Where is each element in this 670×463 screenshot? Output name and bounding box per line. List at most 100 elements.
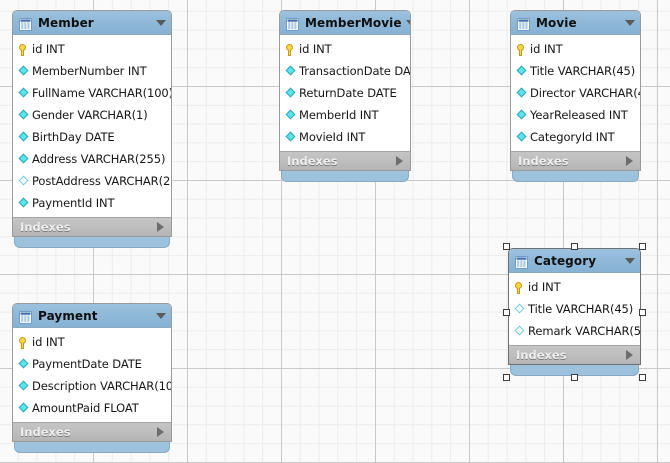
table-column-row[interactable]: Address VARCHAR(255) xyxy=(13,148,171,170)
table-column-row[interactable]: BirthDay DATE xyxy=(13,126,171,148)
table-column-row[interactable]: YearReleased INT xyxy=(511,104,640,126)
table-column-row[interactable]: PostAddress VARCHAR(255) xyxy=(13,170,171,192)
table-icon xyxy=(517,16,530,31)
chevron-down-icon[interactable] xyxy=(156,19,166,26)
column-icon xyxy=(285,132,296,143)
table-icon xyxy=(19,309,32,324)
indexes-section[interactable]: Indexes xyxy=(511,151,640,170)
table-node[interactable]: Category id INT Title VARCHAR(45) Remark VA… xyxy=(503,243,646,381)
table-column-row[interactable]: CategoryId INT xyxy=(511,126,640,148)
indexes-section[interactable]: Indexes xyxy=(13,422,171,441)
table-column-row[interactable]: Description VARCHAR(100) xyxy=(13,375,171,397)
table-header[interactable]: Category xyxy=(509,249,640,273)
indexes-label: Indexes xyxy=(20,220,71,234)
table-column-row[interactable]: MovieId INT xyxy=(280,126,410,148)
table-node[interactable]: MemberMovie id INT TransactionDate DATE Ret… xyxy=(279,10,411,182)
table-column-row[interactable]: Director VARCHAR(45) xyxy=(511,82,640,104)
table-columns-list: id INT TransactionDate DATE ReturnDate DAT… xyxy=(280,35,410,151)
table-column-label: PostAddress VARCHAR(255) xyxy=(32,174,171,188)
table-title: MemberMovie xyxy=(305,15,402,30)
chevron-right-icon[interactable] xyxy=(396,156,403,166)
selection-resize-handle[interactable] xyxy=(571,243,578,250)
table-column-row[interactable]: FullName VARCHAR(100) xyxy=(13,82,171,104)
table-footer xyxy=(14,442,170,453)
table-header[interactable]: MemberMovie xyxy=(280,11,410,35)
table-column-row[interactable]: AmountPaid FLOAT xyxy=(13,397,171,419)
table-columns-list: id INT PaymentDate DATE Description VARCHA… xyxy=(13,328,171,422)
table-column-label: BirthDay DATE xyxy=(32,130,115,144)
indexes-label: Indexes xyxy=(516,348,567,362)
table-column-row[interactable]: id INT xyxy=(13,38,171,60)
table-column-label: ReturnDate DATE xyxy=(299,86,397,100)
table-column-row[interactable]: MemberNumber INT xyxy=(13,60,171,82)
table-column-label: AmountPaid FLOAT xyxy=(32,401,139,415)
table-column-label: MovieId INT xyxy=(299,130,366,144)
table-column-row[interactable]: TransactionDate DATE xyxy=(280,60,410,82)
chevron-right-icon[interactable] xyxy=(626,350,633,360)
table-column-row[interactable]: id INT xyxy=(511,38,640,60)
column-icon xyxy=(18,110,29,121)
table-body[interactable]: MemberMovie id INT TransactionDate DATE Ret… xyxy=(279,10,411,171)
indexes-section[interactable]: Indexes xyxy=(13,217,171,236)
selection-resize-handle[interactable] xyxy=(639,243,646,250)
column-icon xyxy=(18,154,29,165)
selection-resize-handle[interactable] xyxy=(503,374,510,381)
table-column-row[interactable]: id INT xyxy=(280,38,410,60)
column-icon xyxy=(516,110,527,121)
table-column-label: id INT xyxy=(299,42,332,56)
table-body[interactable]: Payment id INT PaymentDate DATE Description… xyxy=(12,303,172,442)
table-header[interactable]: Payment xyxy=(13,304,171,328)
table-column-row[interactable]: Title VARCHAR(45) xyxy=(511,60,640,82)
chevron-down-icon[interactable] xyxy=(625,257,635,264)
selection-resize-handle[interactable] xyxy=(571,374,578,381)
table-column-label: PaymentId INT xyxy=(32,196,115,210)
table-column-row[interactable]: id INT xyxy=(13,331,171,353)
chevron-right-icon[interactable] xyxy=(157,427,164,437)
table-column-row[interactable]: id INT xyxy=(509,276,640,298)
table-column-row[interactable]: ReturnDate DATE xyxy=(280,82,410,104)
selection-resize-handle[interactable] xyxy=(639,374,646,381)
table-column-row[interactable]: Remark VARCHAR(500) xyxy=(509,320,640,342)
table-column-row[interactable]: Title VARCHAR(45) xyxy=(509,298,640,320)
table-column-label: YearReleased INT xyxy=(530,108,628,122)
selection-resize-handle[interactable] xyxy=(503,243,510,250)
table-column-label: Address VARCHAR(255) xyxy=(32,152,166,166)
table-column-row[interactable]: MemberId INT xyxy=(280,104,410,126)
table-node[interactable]: Payment id INT PaymentDate DATE Description… xyxy=(12,303,172,453)
column-icon xyxy=(285,88,296,99)
column-icon xyxy=(18,132,29,143)
chevron-down-icon[interactable] xyxy=(405,19,410,26)
selection-resize-handle[interactable] xyxy=(503,308,510,316)
selection-resize-handle[interactable] xyxy=(639,308,646,316)
table-footer xyxy=(14,237,170,248)
table-column-label: TransactionDate DATE xyxy=(299,64,410,78)
table-header[interactable]: Member xyxy=(13,11,171,35)
indexes-section[interactable]: Indexes xyxy=(509,345,640,364)
table-node[interactable]: Movie id INT Title VARCHAR(45)Director VAR… xyxy=(510,10,641,182)
chevron-right-icon[interactable] xyxy=(157,222,164,232)
table-columns-list: id INT Title VARCHAR(45)Director VARCHAR(… xyxy=(511,35,640,151)
table-column-label: Gender VARCHAR(1) xyxy=(32,108,148,122)
table-column-row[interactable]: PaymentId INT xyxy=(13,192,171,214)
indexes-label: Indexes xyxy=(20,425,71,439)
column-icon xyxy=(516,66,527,77)
table-body[interactable]: Category id INT Title VARCHAR(45) Remark VA… xyxy=(508,248,641,365)
chevron-down-icon[interactable] xyxy=(625,19,635,26)
table-body[interactable]: Movie id INT Title VARCHAR(45)Director VAR… xyxy=(510,10,641,171)
table-column-row[interactable]: Gender VARCHAR(1) xyxy=(13,104,171,126)
chevron-right-icon[interactable] xyxy=(626,156,633,166)
table-column-label: Remark VARCHAR(500) xyxy=(528,324,641,338)
table-header[interactable]: Movie xyxy=(511,11,640,35)
chevron-down-icon[interactable] xyxy=(156,312,166,319)
table-column-label: PaymentDate DATE xyxy=(32,357,142,371)
column-icon xyxy=(18,381,29,392)
table-column-row[interactable]: PaymentDate DATE xyxy=(13,353,171,375)
table-column-label: id INT xyxy=(530,42,563,56)
column-icon-nullable xyxy=(514,304,525,315)
table-column-label: id INT xyxy=(528,280,561,294)
indexes-section[interactable]: Indexes xyxy=(280,151,410,170)
